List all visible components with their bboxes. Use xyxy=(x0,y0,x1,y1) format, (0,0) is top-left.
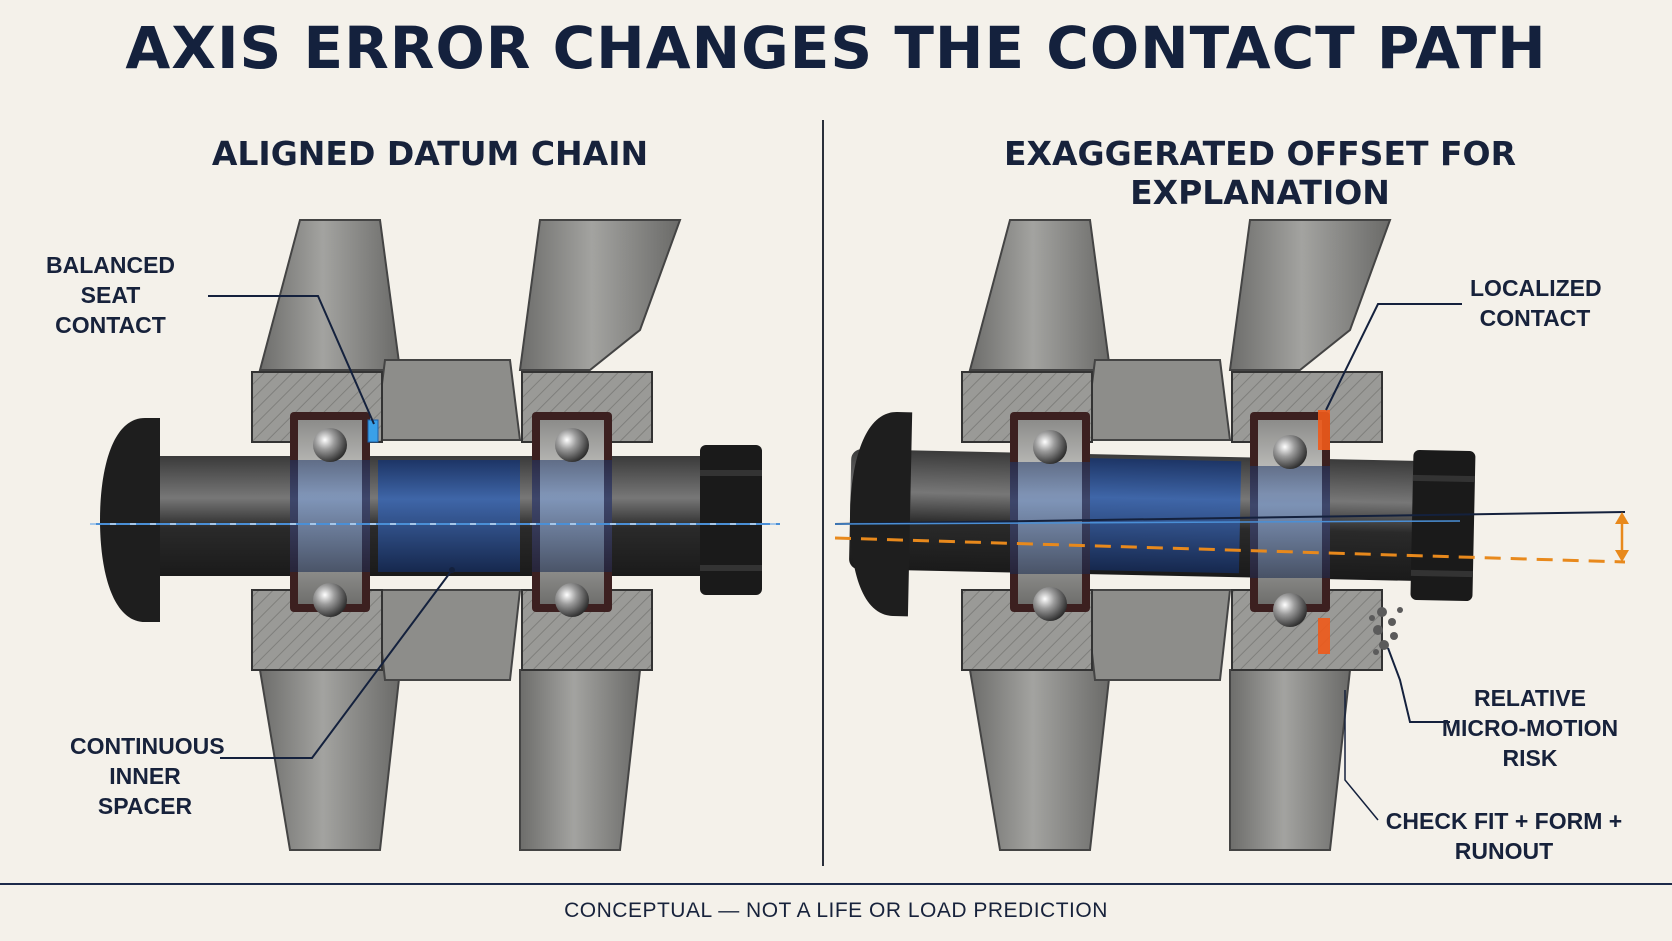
footer-disclaimer: CONCEPTUAL — NOT A LIFE OR LOAD PREDICTI… xyxy=(564,899,1108,922)
left-assembly xyxy=(90,219,780,851)
callout-check-fit-form-runout: CHECK FIT + FORM + RUNOUT xyxy=(1385,808,1623,864)
right-panel-heading: EXAGGERATED OFFSET FOR EXPLANATION xyxy=(1003,134,1516,212)
callout-relative-micro-motion-risk: RELATIVE MICRO-MOTION RISK xyxy=(1441,685,1619,771)
main-title: AXIS ERROR CHANGES THE CONTACT PATH xyxy=(125,14,1547,82)
callout-continuous-inner-spacer: CONTINUOUS INNER SPACER xyxy=(70,733,225,819)
callout-balanced-seat-contact: BALANCED SEAT CONTACT xyxy=(45,252,176,338)
right-assembly xyxy=(834,219,1629,851)
panel-divider xyxy=(822,120,824,866)
left-panel-heading: ALIGNED DATUM CHAIN xyxy=(211,134,649,173)
callout-localized-contact: LOCALIZED CONTACT xyxy=(1470,275,1602,331)
footer-rule xyxy=(0,883,1672,885)
